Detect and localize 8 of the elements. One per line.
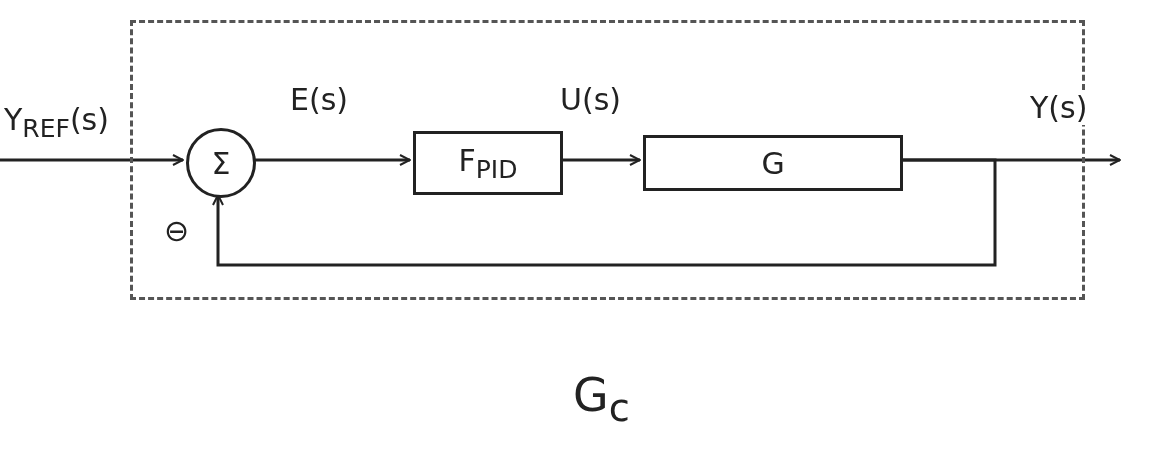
transfer-block: F$_{PID}$ [413,131,563,195]
system-label: G$_{c}$ [573,368,630,431]
transfer-block: G [643,135,903,191]
signal-arrow [0,154,184,166]
summing-junction: Σ [186,128,256,198]
edge-label: Y(s) [1030,90,1088,125]
signal-arrow [212,158,997,267]
minus-sign: ⊖ [164,213,190,248]
